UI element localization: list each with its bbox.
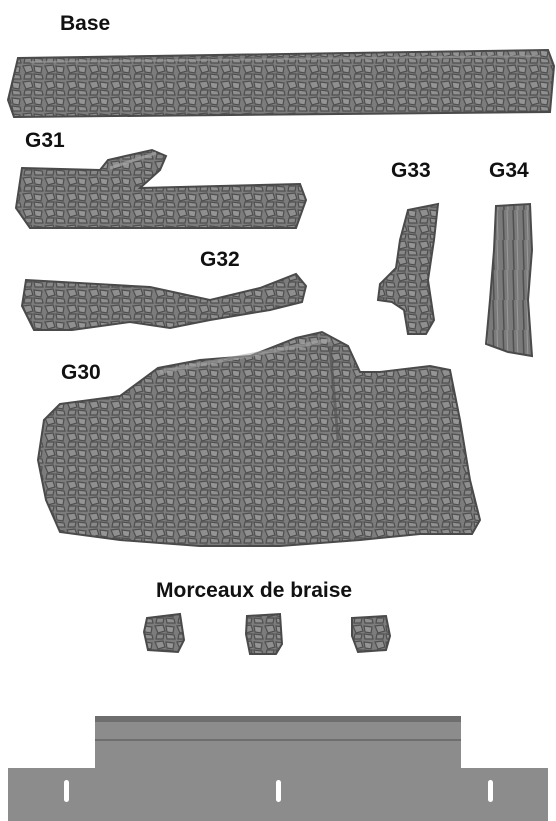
ember-chunk-1 (144, 614, 184, 652)
ember-chunks (144, 614, 390, 654)
slot-2 (276, 780, 281, 802)
g31-log (16, 150, 306, 228)
g34-log (486, 204, 532, 356)
g32-log (22, 274, 306, 330)
slot-3 (488, 780, 493, 802)
grate-bracket (8, 716, 548, 821)
ember-chunk-3 (352, 616, 390, 652)
g33-log (378, 204, 438, 334)
base-log (8, 50, 554, 117)
slot-1 (64, 780, 69, 802)
ember-chunk-2 (246, 614, 282, 654)
g30-log (38, 332, 480, 546)
